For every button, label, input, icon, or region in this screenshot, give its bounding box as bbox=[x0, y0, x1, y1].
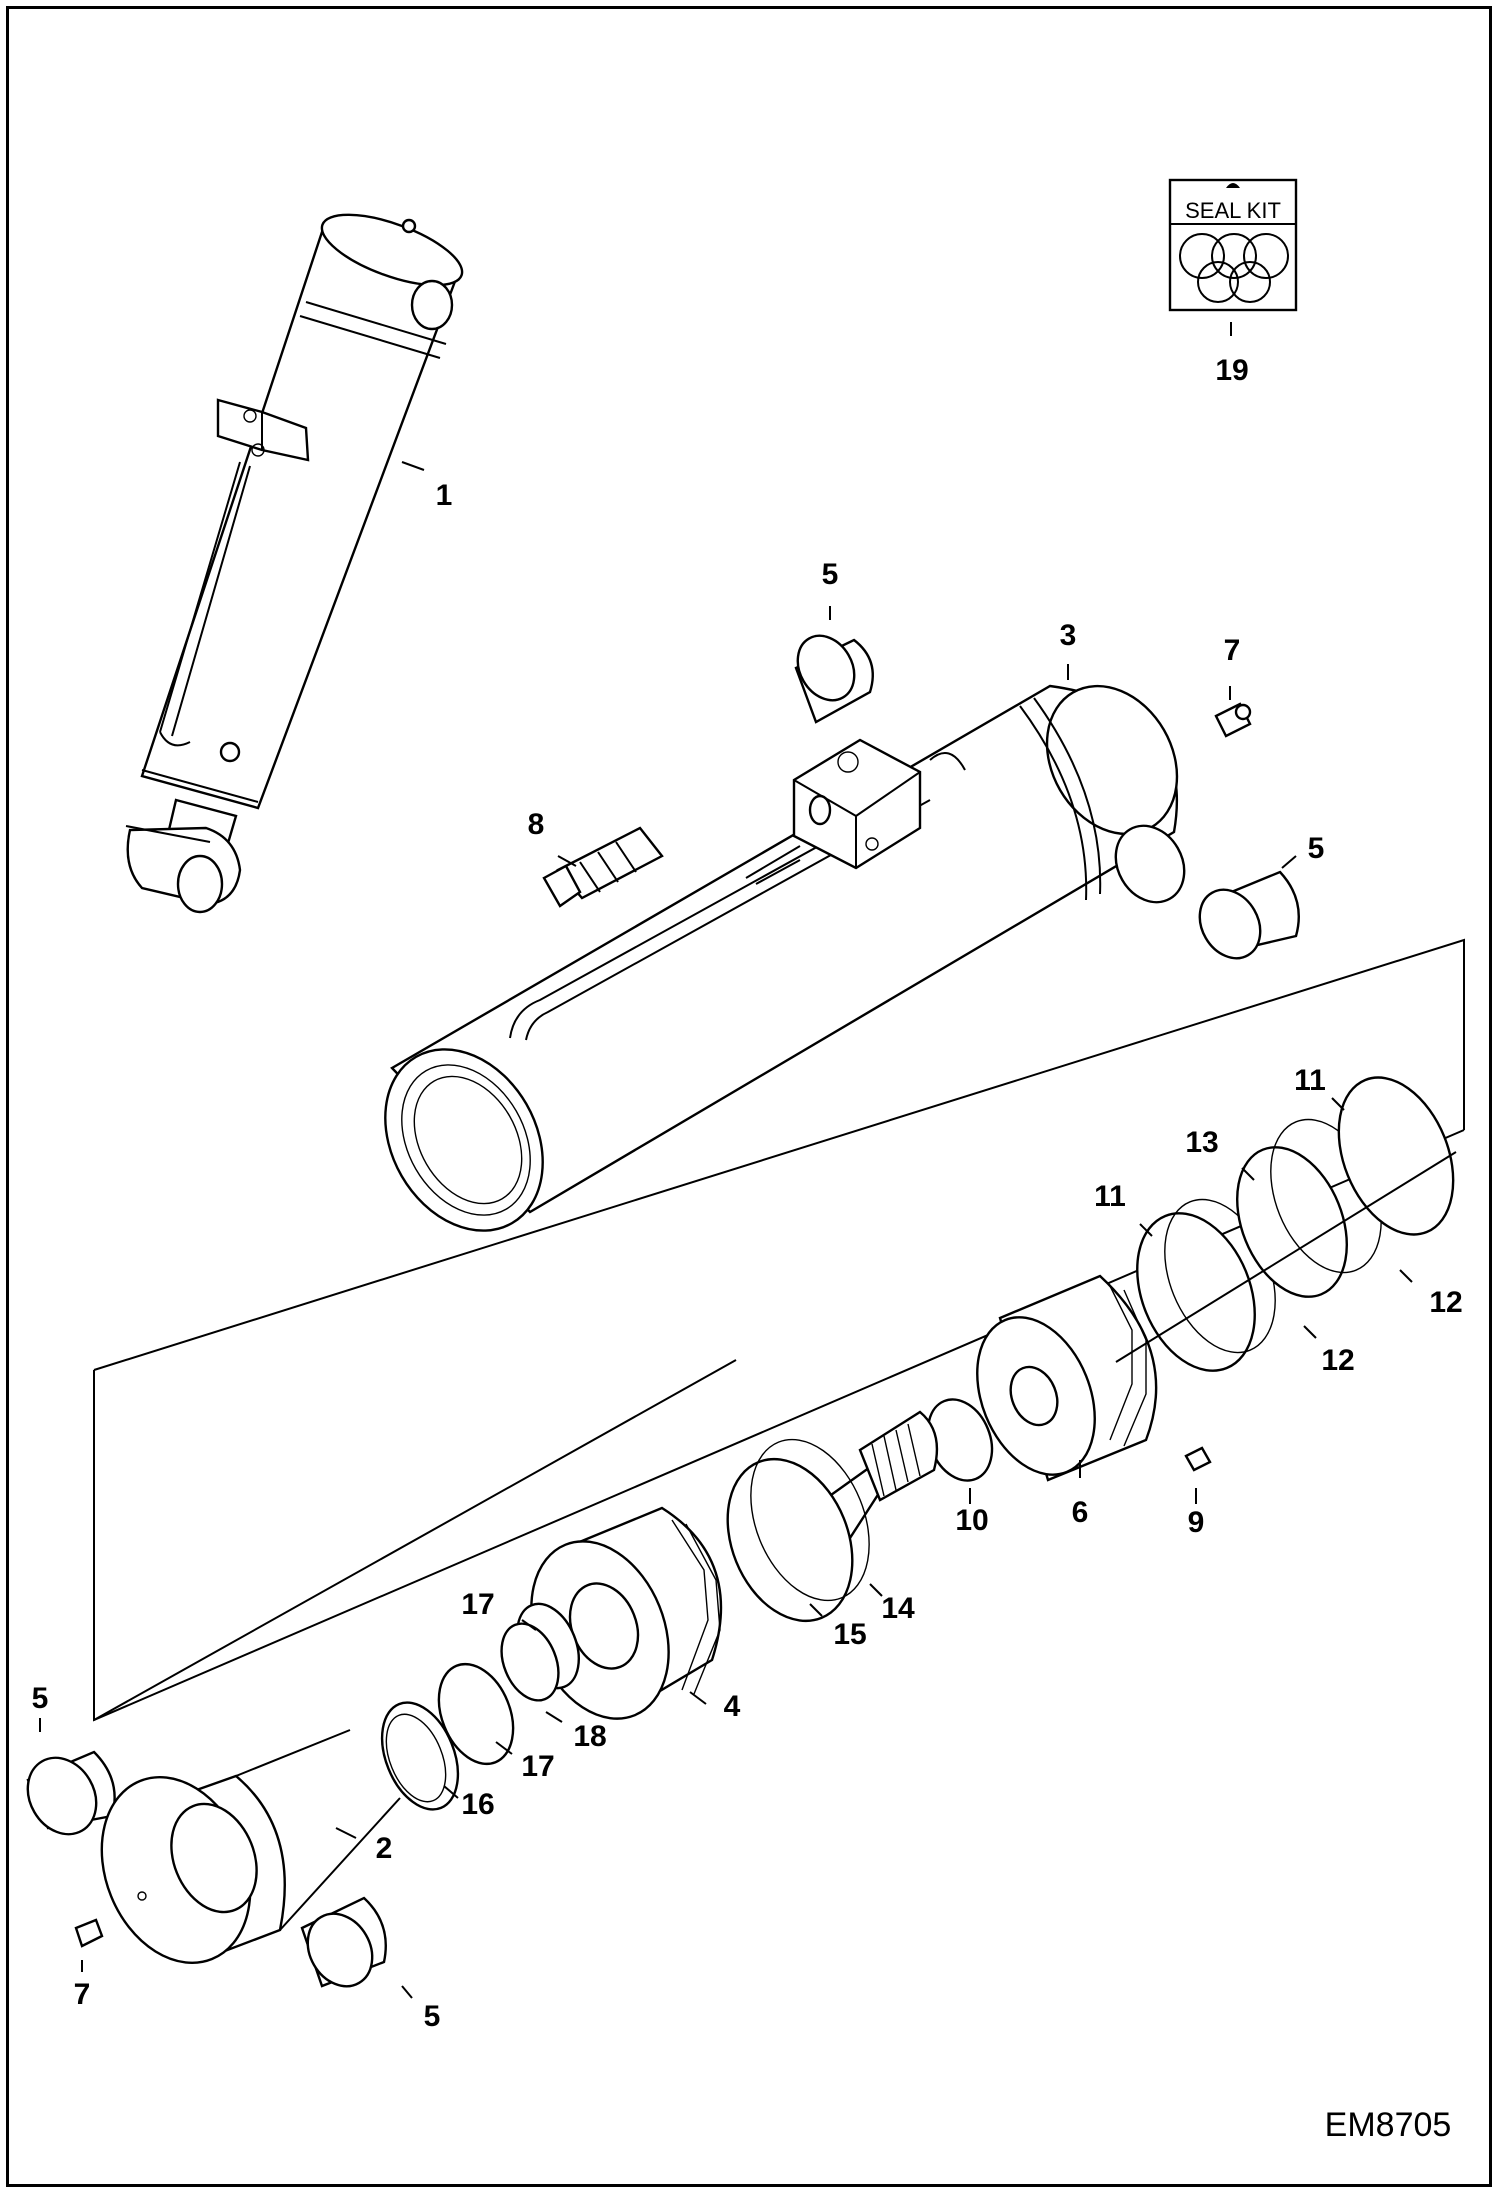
callout-4: 4 bbox=[724, 1690, 741, 1723]
callout-5-left: 5 bbox=[32, 1682, 49, 1715]
seal-kit-box: SEAL KIT bbox=[1168, 178, 1298, 312]
callout-6: 6 bbox=[1072, 1496, 1089, 1529]
seal-kit-title: SEAL KIT bbox=[1185, 198, 1281, 223]
callout-12-left: 12 bbox=[1321, 1344, 1354, 1377]
drawing-code: EM8705 bbox=[1325, 2106, 1452, 2144]
cylinder-assembly bbox=[125, 213, 464, 914]
axis-line bbox=[93, 1359, 737, 1721]
callout-5-top: 5 bbox=[822, 558, 839, 591]
callout-17-top: 17 bbox=[461, 1588, 494, 1621]
bushing-right bbox=[1198, 870, 1300, 960]
gland-seals bbox=[380, 1602, 580, 1811]
grease-fitting-bottom bbox=[74, 1918, 104, 1948]
callout-7-top: 7 bbox=[1224, 634, 1241, 667]
gland bbox=[530, 1506, 723, 1720]
callout-19: 19 bbox=[1215, 354, 1248, 387]
diagram-frame bbox=[6, 6, 1492, 2187]
piston bbox=[976, 1274, 1158, 1482]
callout-8: 8 bbox=[528, 808, 545, 841]
set-screw bbox=[1184, 1446, 1212, 1472]
callout-13: 13 bbox=[1185, 1126, 1218, 1159]
callout-5-right: 5 bbox=[1308, 832, 1325, 865]
bushing-left bbox=[26, 1750, 116, 1836]
callout-15: 15 bbox=[833, 1618, 866, 1651]
callout-9: 9 bbox=[1188, 1506, 1205, 1539]
barrel bbox=[384, 684, 1186, 1232]
callout-10: 10 bbox=[955, 1504, 988, 1537]
bushing-bottom bbox=[300, 1896, 387, 1988]
bushing-top bbox=[794, 634, 874, 724]
callout-7-bottom: 7 bbox=[74, 1978, 91, 2011]
relief-valve bbox=[542, 826, 664, 908]
callout-1: 1 bbox=[436, 479, 453, 512]
callout-2: 2 bbox=[376, 1832, 393, 1865]
callout-5-bottom: 5 bbox=[424, 2000, 441, 2033]
callout-17-bottom: 17 bbox=[521, 1750, 554, 1783]
callout-11-top: 11 bbox=[1294, 1064, 1326, 1097]
callout-3: 3 bbox=[1060, 619, 1077, 652]
rod-end bbox=[100, 1729, 401, 1964]
piston-rings bbox=[1115, 1076, 1457, 1372]
rod-seals-14-15 bbox=[726, 1438, 870, 1623]
callout-18: 18 bbox=[573, 1720, 606, 1753]
o-ring-icon bbox=[1179, 233, 1289, 303]
callout-14: 14 bbox=[881, 1592, 915, 1625]
leaders bbox=[39, 322, 1413, 1999]
callout-12-right: 12 bbox=[1429, 1286, 1462, 1319]
callout-11-left: 11 bbox=[1094, 1180, 1126, 1213]
grease-fitting-top bbox=[1214, 702, 1252, 738]
callouts: 1 2 3 4 5 5 5 5 6 7 7 8 9 10 11 11 12 12… bbox=[32, 354, 1463, 2033]
callout-16: 16 bbox=[461, 1788, 494, 1821]
